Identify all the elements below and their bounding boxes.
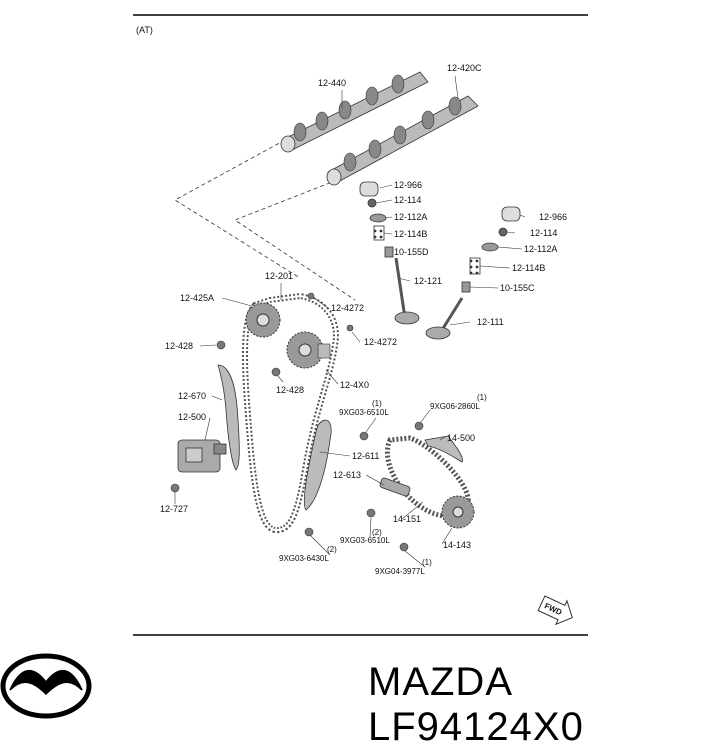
forward-arrow-icon: FWD — [537, 595, 573, 626]
label-9xg06-2860l-qty: (1) — [477, 393, 487, 402]
label-12-420c: 12-420C — [447, 63, 482, 73]
label-12-727: 12-727 — [160, 504, 188, 514]
label-12-500: 12-500 — [178, 412, 206, 422]
label-9xg06-2860l: 9XG06-2860L — [430, 402, 480, 411]
label-9xg03-6510l-b: 9XG03-6510L — [340, 536, 390, 545]
oil-pump-sprocket — [441, 495, 475, 529]
label-12-114b-b: 12-114B — [512, 263, 545, 273]
timing-chain-parts-diagram: (AT) — [0, 14, 588, 719]
label-10-155c: 10-155C — [500, 283, 535, 293]
label-12-4272-b: 12-4272 — [364, 337, 397, 347]
label-12-428-b: 12-428 — [276, 385, 304, 395]
part-labels: 12-440 12-420C 12-966 12-114 12-112A 12-… — [160, 63, 567, 576]
label-12-425a: 12-425A — [180, 293, 214, 303]
label-12-114-a: 12-114 — [394, 195, 421, 205]
label-12-4272-a: 12-4272 — [331, 303, 364, 313]
label-12-114-b: 12-114 — [530, 228, 557, 238]
label-12-112a-a: 12-112A — [394, 212, 427, 222]
bolts — [170, 292, 424, 552]
label-9xg04-3977l-qty: (1) — [422, 558, 432, 567]
part-number: LF94124X0 — [368, 705, 584, 749]
label-12-440: 12-440 — [318, 78, 346, 88]
label-12-121: 12-121 — [414, 276, 442, 286]
label-12-112a-b: 12-112A — [524, 244, 557, 254]
header-note: (AT) — [136, 25, 153, 35]
dashed-guide-lines — [174, 139, 356, 301]
label-9xg03-6430l-qty: (2) — [327, 545, 337, 554]
sprocket-intake — [286, 331, 331, 369]
label-10-155d: 10-155D — [394, 247, 429, 257]
label-12-114b-a: 12-114B — [394, 229, 427, 239]
label-12-966-b: 12-966 — [539, 212, 567, 222]
oil-pump-guide — [379, 477, 411, 497]
label-12-201: 12-201 — [265, 271, 293, 281]
valve-train-right — [425, 206, 521, 340]
label-12-670: 12-670 — [178, 391, 206, 401]
brand-name: MAZDA — [368, 660, 511, 704]
label-12-4x0: 12-4X0 — [340, 380, 369, 390]
label-9xg03-6430l: 9XG03-6430L — [279, 554, 329, 563]
label-14-151: 14-151 — [393, 514, 421, 524]
label-9xg03-6510l-a: 9XG03-6510L — [339, 408, 389, 417]
oil-pump-tensioner-arm — [424, 435, 463, 463]
chain-guide-left — [217, 364, 240, 471]
chain-guide-right — [303, 419, 332, 511]
leader-lines — [174, 75, 526, 568]
camshaft-exhaust — [280, 71, 429, 153]
label-9xg03-6510l-b-qty: (2) — [372, 528, 382, 537]
label-12-111: 12-111 — [477, 317, 504, 327]
label-9xg04-3977l: 9XG04-3977L — [375, 567, 425, 576]
label-12-428-a: 12-428 — [165, 341, 193, 351]
brand-part-number-text: MAZDA LF94124X0 — [368, 660, 720, 750]
sprocket-exhaust — [245, 302, 281, 338]
label-12-966-a: 12-966 — [394, 180, 422, 190]
chain-tensioner — [177, 439, 227, 473]
label-12-611: 12-611 — [352, 451, 379, 461]
mazda-logo — [0, 653, 92, 719]
label-12-613: 12-613 — [333, 470, 361, 480]
label-9xg03-6510l-a-qty: (1) — [372, 399, 382, 408]
label-14-500: 14-500 — [447, 433, 475, 443]
camshaft-intake — [326, 95, 479, 186]
label-14-143: 14-143 — [443, 540, 471, 550]
